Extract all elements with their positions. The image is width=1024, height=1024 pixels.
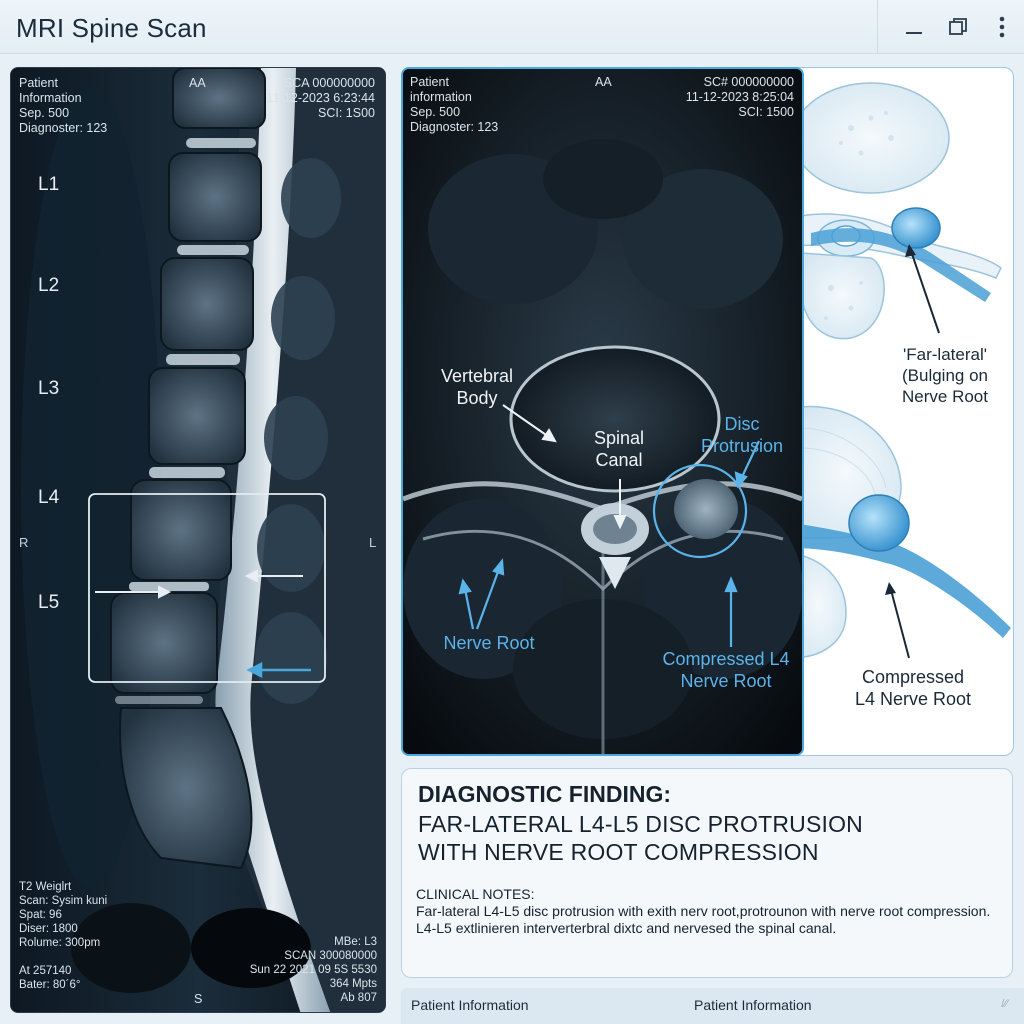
level-label-l3: L3 [38,378,60,399]
more-vertical-icon [999,16,1005,38]
sagittal-mri-image [11,68,385,1012]
anatomy-illustration-panel: 'Far-lateral' (Bulging on Nerve Root Com… [790,67,1014,756]
sagittal-footer-left: T2 Weiglrt Scan: Sysim kuni Spat: 96 Dis… [19,881,108,991]
label-vertebral-body: Vertebral Body [440,366,514,408]
axial-header-center: AA [595,75,612,89]
label-nerve-root: Nerve Root [443,633,535,653]
findings-heading: DIAGNOSTIC FINDING: [418,781,671,807]
sagittal-header-right: SCA 000000000 11-12-2023 6:23:44 SCI: 1S… [266,76,375,120]
orientation-right: R [19,535,29,550]
sagittal-mri-viewer[interactable]: Patient Information Sep. 500 Diagnoster:… [10,67,386,1013]
label-spinal-canal: Spinal Canal [593,428,645,470]
sagittal-footer-right: MBe: L3 SCAN 300080000 Sun 22 2021 09 5S… [249,936,377,1004]
sagittal-header-center: AA [189,76,206,90]
findings-line-1: FAR-LATERAL L4-L5 DISC PROTRUSION [418,811,863,837]
title-bar: MRI Spine Scan [0,0,1024,54]
diagnostic-findings-panel: DIAGNOSTIC FINDING: FAR-LATERAL L4-L5 DI… [401,768,1013,978]
level-label-l4: L4 [38,487,60,508]
minimize-icon [906,32,922,34]
more-options-button[interactable] [980,0,1024,54]
spine-illustration [791,82,1011,659]
clinical-notes-text: Far-lateral L4-L5 disc protrusion with e… [416,903,991,936]
axial-header-right: SC# 000000000 11-12-2023 8:25:04 SCI: 15… [685,75,794,119]
level-label-l2: L2 [38,275,60,296]
caption-compressed-root: Compressed L4 Nerve Root [854,667,972,709]
footer-patient-info-1[interactable]: Patient Information [411,997,529,1013]
caption-far-lateral: 'Far-lateral' (Bulging on Nerve Root [901,345,988,406]
clinical-notes-title: CLINICAL NOTES: [416,886,535,902]
minimize-button[interactable] [892,0,936,54]
axial-header-left: Patient information Sep. 500 Diagnoster:… [410,75,499,134]
sagittal-footer-center: S [194,992,203,1006]
label-disc-protrusion: Disc Protrusion [700,414,784,456]
orientation-left: L [369,535,377,550]
bottom-tab-bar: Patient Information Patient Information … [401,988,1024,1024]
footer-patient-info-2[interactable]: Patient Information [694,997,812,1013]
label-compressed-nerve-root: Compressed L4 Nerve Root [662,649,790,691]
sagittal-header-left: Patient Information Sep. 500 Diagnoster:… [19,76,108,135]
level-label-l5: L5 [38,592,60,613]
footer-end-mark: /∕⁄ [1001,998,1008,1010]
maximize-button[interactable] [936,0,980,54]
app-title: MRI Spine Scan [16,13,207,43]
axial-mri-viewer[interactable]: Patient information Sep. 500 Diagnoster:… [401,67,804,756]
level-label-l1: L1 [38,174,60,195]
axial-mri-image [403,69,802,754]
window-controls [877,0,1024,54]
findings-line-2: WITH NERVE ROOT COMPRESSION [418,839,819,865]
restore-icon [949,18,967,35]
